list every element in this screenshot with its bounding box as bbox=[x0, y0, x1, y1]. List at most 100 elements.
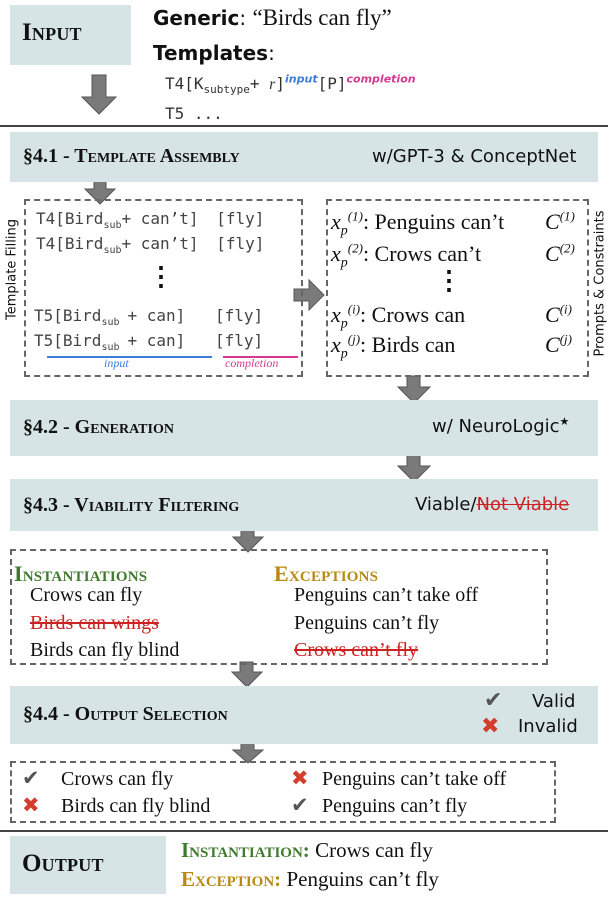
arrow-selection bbox=[230, 661, 264, 688]
generic-line: Generic: “Birds can fly” bbox=[153, 5, 392, 31]
t4-completion-tag: completion bbox=[346, 72, 416, 86]
row-rest: + can] bbox=[127, 306, 186, 325]
row-rest: + can’t] bbox=[121, 209, 199, 228]
instantiation-item: Birds can fly blind bbox=[30, 639, 180, 661]
prompts-constraints-label: Prompts & Constraints bbox=[592, 210, 608, 357]
prompt-p: p bbox=[340, 346, 348, 362]
exception-item: Penguins can’t fly bbox=[294, 612, 440, 634]
section-43-box bbox=[10, 479, 598, 531]
constraint-letter: C bbox=[545, 209, 560, 234]
template-row: T4[Birdsub+ can’t] [fly] bbox=[36, 234, 264, 257]
neurologic-label: w/ NeuroLogic bbox=[432, 416, 560, 437]
constraint-letter: C bbox=[545, 241, 560, 266]
constraint-c: C(1) bbox=[545, 209, 575, 235]
section-42-subtitle: w/ NeuroLogic★ bbox=[432, 416, 569, 437]
constraint-letter: C bbox=[545, 302, 560, 327]
prompt-text: : Crows can’t bbox=[362, 241, 482, 266]
instantiation-item-struck: Birds can wings bbox=[30, 612, 159, 634]
prompt-text: : Birds can bbox=[360, 332, 456, 357]
top-separator bbox=[0, 125, 608, 127]
section-41-title: §4.1 - Template Assembly bbox=[23, 145, 240, 167]
prompt-x: x bbox=[331, 209, 341, 234]
template-t4: T4[Ksubtype+ r]input[P]completion bbox=[165, 72, 416, 97]
exceptions-header: Exceptions bbox=[274, 561, 379, 586]
exception-item: Penguins can’t take off bbox=[294, 584, 479, 606]
templates-line: Templates: bbox=[153, 41, 275, 65]
row-sub: sub bbox=[103, 245, 122, 257]
generic-label: Generic bbox=[153, 6, 240, 30]
prompt-text: : Crows can bbox=[360, 302, 466, 327]
input-underline bbox=[47, 356, 212, 358]
prompt-p: p bbox=[340, 316, 348, 332]
input-label-box bbox=[10, 5, 131, 65]
section-43-title: §4.3 - Viability Filtering bbox=[23, 494, 240, 516]
templates-label: Templates bbox=[153, 41, 269, 65]
row-sub: sub bbox=[103, 220, 122, 232]
cross-icon: ✖ bbox=[22, 793, 40, 817]
row-rest: + can’t] bbox=[121, 234, 199, 253]
selection-box bbox=[10, 761, 556, 823]
row-base: [Bird bbox=[55, 209, 104, 228]
viability-legend: Viable/Not Viable bbox=[415, 494, 569, 515]
prompt-p: p bbox=[340, 223, 348, 239]
row-base: [Bird bbox=[53, 331, 102, 350]
section-41-box bbox=[10, 132, 598, 182]
row-template-id: T5 bbox=[34, 331, 54, 350]
t5-rest: ... bbox=[193, 104, 223, 123]
t4-name: T4 bbox=[165, 74, 185, 93]
row-base: [Bird bbox=[53, 306, 102, 325]
constraint-index: (i) bbox=[559, 301, 572, 317]
row-rest: + can] bbox=[127, 331, 186, 350]
input-tag: input bbox=[104, 356, 129, 370]
generic-value: “Birds can fly” bbox=[252, 5, 392, 30]
output-exc-value: Penguins can’t fly bbox=[286, 867, 439, 891]
viable-label: Viable bbox=[415, 494, 471, 515]
viable-slash: / bbox=[470, 494, 477, 515]
prompt-row: xp(j): Birds can bbox=[331, 332, 456, 362]
output-label: Output bbox=[22, 850, 104, 877]
output-inst-label: Instantiation: bbox=[181, 838, 310, 862]
check-icon: ✔ bbox=[291, 793, 309, 817]
template-row: T5[Birdsub+ can] [fly] bbox=[34, 331, 263, 354]
output-instantiation: Instantiation: Crows can fly bbox=[181, 838, 433, 863]
output-inst-value: Crows can fly bbox=[315, 838, 433, 862]
row-template-id: T4 bbox=[36, 209, 56, 228]
t4-open: [K bbox=[184, 74, 204, 93]
star-icon: ★ bbox=[559, 415, 570, 428]
bottom-separator bbox=[0, 830, 608, 832]
prompts-box bbox=[326, 199, 589, 377]
constraint-index: (j) bbox=[559, 331, 572, 347]
prompt-index: (1) bbox=[347, 208, 363, 224]
prompt-x: x bbox=[331, 241, 341, 266]
input-label: Input bbox=[22, 19, 82, 46]
selection-item: Penguins can’t fly bbox=[322, 795, 468, 817]
check-icon: ✔ bbox=[22, 766, 40, 790]
template-dots: ⋮ bbox=[148, 262, 174, 291]
arrow-filtering bbox=[396, 454, 432, 483]
prompt-row: xp(1): Penguins can’t bbox=[331, 208, 504, 239]
arrow-selection-list bbox=[231, 742, 265, 764]
prompt-x: x bbox=[331, 302, 341, 327]
constraint-index: (1) bbox=[559, 208, 575, 224]
prompt-row: xp(i): Crows can bbox=[331, 301, 466, 332]
template-t5: T5 ... bbox=[165, 104, 223, 123]
prompt-p: p bbox=[340, 255, 348, 271]
section-44-title: §4.4 - Output Selection bbox=[23, 703, 228, 725]
section-42-box bbox=[10, 400, 598, 456]
row-template-id: T5 bbox=[34, 306, 54, 325]
prompt-index: (2) bbox=[347, 240, 363, 256]
t4-sub: subtype bbox=[203, 83, 250, 97]
row-sub: sub bbox=[101, 317, 120, 329]
row-template-id: T4 bbox=[36, 234, 56, 253]
template-filling-box bbox=[24, 199, 303, 377]
output-label-box bbox=[10, 836, 166, 894]
instantiations-header: Instantiations bbox=[14, 561, 148, 586]
row-sub: sub bbox=[101, 342, 120, 354]
prompt-index: (i) bbox=[347, 301, 361, 317]
section-44-box bbox=[10, 686, 598, 744]
row-completion: [fly] bbox=[214, 306, 264, 325]
arrow-input bbox=[80, 74, 118, 115]
prompt-row: xp(2): Crows can’t bbox=[331, 240, 482, 271]
selection-item: Penguins can’t take off bbox=[322, 768, 507, 790]
section-41-subtitle: w/GPT-3 & ConceptNet bbox=[372, 146, 577, 167]
